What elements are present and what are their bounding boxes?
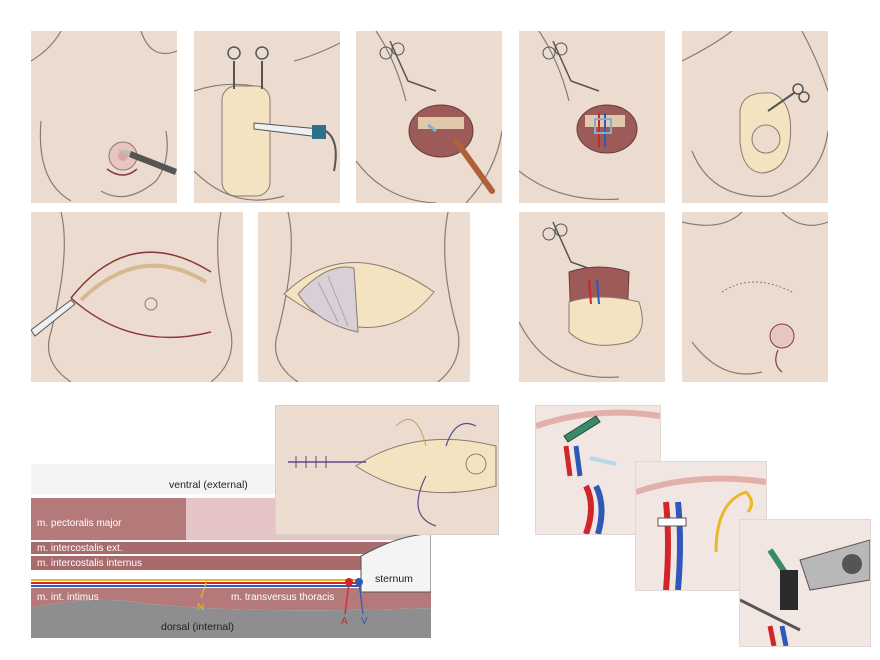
panel-muscle-exposure	[356, 31, 502, 203]
cautery-icon	[253, 122, 337, 172]
label-nerve: N	[197, 602, 204, 613]
label-artery: A	[341, 616, 348, 627]
flap-tissue	[221, 85, 271, 197]
panel-final-result	[682, 212, 828, 382]
label-intercostalis-ext: m. intercostalis ext.	[37, 543, 123, 554]
panel-abdominal-flap-raised	[258, 212, 470, 382]
label-sternum: sternum	[375, 573, 413, 585]
label-ventral: ventral (external)	[169, 479, 248, 491]
label-intimus: m. int. intimus	[37, 592, 99, 603]
panel-abdominal-incision	[31, 212, 243, 382]
layer-intimus	[31, 588, 431, 611]
scissors-icon	[767, 83, 810, 112]
panel-flap-inset	[682, 31, 828, 203]
reconstructed-areola	[769, 323, 795, 349]
label-dorsal: dorsal (internal)	[161, 621, 234, 633]
scalpel-icon	[117, 149, 177, 175]
label-intercostalis-int: m. intercostalis internus	[37, 558, 142, 569]
panel-micro-instruments	[740, 520, 870, 646]
layer-intercostalis-ext	[31, 542, 431, 554]
panel-periareolar-incision	[31, 31, 177, 203]
label-transversus: m. transversus thoracis	[231, 592, 334, 603]
panel-suture-closure	[276, 406, 498, 534]
label-vein: V	[361, 616, 368, 627]
panel-anastomosis-overview	[519, 212, 665, 382]
layer-intercostalis-int	[31, 556, 431, 570]
clamp-icon	[563, 415, 601, 443]
scalpel-icon	[31, 299, 76, 337]
panel-vessel-exposure	[519, 31, 665, 203]
panel-dissection-cautery	[194, 31, 340, 203]
sternum-shape	[360, 533, 431, 593]
label-pectoralis: m. pectoralis major	[37, 518, 122, 529]
